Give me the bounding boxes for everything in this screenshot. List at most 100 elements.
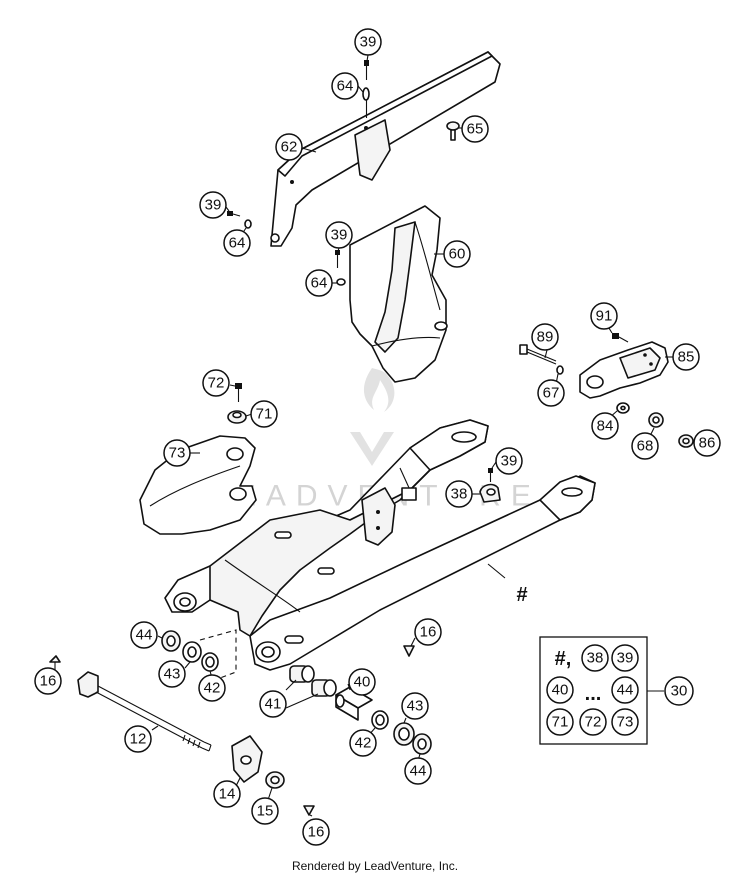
- nut-68: [648, 412, 664, 428]
- callout-73: 73: [163, 439, 191, 467]
- callout-41: 41: [259, 690, 287, 718]
- callout-68: 68: [631, 432, 659, 460]
- callout-64-left: 64: [223, 229, 251, 257]
- legend-44: 44: [611, 676, 639, 704]
- svg-text:38: 38: [587, 650, 604, 667]
- pivot-bolt-12: [77, 671, 212, 752]
- swingarm: [164, 419, 596, 671]
- svg-text:44: 44: [410, 763, 427, 780]
- callout-62: 62: [275, 133, 303, 161]
- nut-86: [678, 434, 694, 448]
- footer-credit: Rendered by LeadVenture, Inc.: [292, 859, 458, 873]
- svg-text:86: 86: [699, 435, 716, 452]
- legend-ellipsis: ...: [585, 683, 602, 705]
- svg-text:16: 16: [420, 624, 437, 641]
- legend-39: 39: [611, 644, 639, 672]
- svg-text:64: 64: [337, 78, 354, 95]
- callout-85: 85: [672, 343, 700, 371]
- svg-text:72: 72: [208, 375, 225, 392]
- leader-lines: [54, 54, 694, 817]
- callout-38: 38: [445, 480, 473, 508]
- callout-16-right: 16: [414, 618, 442, 646]
- svg-text:42: 42: [204, 680, 221, 697]
- svg-text:71: 71: [256, 406, 273, 423]
- nut-15: [265, 771, 285, 789]
- needle-bearing-41: [289, 665, 337, 697]
- svg-text:39: 39: [617, 650, 634, 667]
- bushing-43-left: [182, 641, 202, 663]
- callout-84: 84: [591, 412, 619, 440]
- callout-64-mid: 64: [305, 269, 333, 297]
- screw-39-left: [227, 211, 252, 229]
- chain-guard: [349, 205, 448, 383]
- screw-39-top: [362, 60, 370, 118]
- svg-text:44: 44: [136, 627, 153, 644]
- svg-text:85: 85: [678, 349, 695, 366]
- washer-42-left: [201, 652, 219, 672]
- svg-text:60: 60: [449, 246, 466, 263]
- svg-text:72: 72: [585, 714, 602, 731]
- callout-44-left: 44: [130, 621, 158, 649]
- callout-64-top: 64: [331, 72, 359, 100]
- callout-16-left: 16: [34, 667, 62, 695]
- legend-hash: #,: [555, 648, 572, 670]
- clamp-38: [479, 483, 501, 503]
- cap-16-bottom: [303, 805, 315, 816]
- svg-text:39: 39: [360, 34, 377, 51]
- callout-89: 89: [531, 323, 559, 351]
- plug-65: [446, 121, 460, 141]
- svg-text:40: 40: [354, 674, 371, 691]
- sleeve-40: [335, 686, 373, 721]
- dash-guides: [199, 629, 237, 679]
- callout-39-left: 39: [199, 191, 227, 219]
- swingarm-label: #: [516, 584, 527, 606]
- callout-39-swingarm: 39: [495, 447, 523, 475]
- svg-text:43: 43: [407, 698, 424, 715]
- plate-14: [231, 735, 263, 783]
- callout-39-top: 39: [354, 28, 382, 56]
- bearing-44-right: [412, 733, 432, 755]
- svg-text:41: 41: [265, 696, 282, 713]
- callout-42-left: 42: [198, 674, 226, 702]
- callout-86: 86: [693, 429, 721, 457]
- svg-text:12: 12: [130, 731, 147, 748]
- svg-text:67: 67: [543, 385, 560, 402]
- legend-38: 38: [581, 644, 609, 672]
- callout-44-right: 44: [404, 757, 432, 785]
- callout-42-right: 42: [349, 729, 377, 757]
- svg-text:62: 62: [281, 139, 298, 156]
- washer-42-right: [371, 710, 389, 730]
- svg-text:68: 68: [637, 438, 654, 455]
- svg-text:44: 44: [617, 682, 634, 699]
- svg-text:14: 14: [219, 786, 236, 803]
- callout-91: 91: [590, 302, 618, 330]
- svg-text:40: 40: [552, 682, 569, 699]
- bearing-44-left: [161, 630, 181, 652]
- callout-43-left: 43: [158, 660, 186, 688]
- cap-16-right: [403, 645, 415, 657]
- svg-text:71: 71: [552, 714, 569, 731]
- svg-text:91: 91: [596, 308, 613, 325]
- legend-40: 40: [546, 676, 574, 704]
- callout-65: 65: [461, 115, 489, 143]
- svg-text:84: 84: [597, 418, 614, 435]
- chain-slider-guide: [579, 341, 669, 399]
- callout-67: 67: [537, 379, 565, 407]
- svg-text:39: 39: [205, 197, 222, 214]
- callout-72: 72: [202, 369, 230, 397]
- cap-16-left: [49, 655, 61, 663]
- callout-30: 30: [664, 676, 694, 706]
- callout-43-right: 43: [401, 692, 429, 720]
- callout-60: 60: [443, 240, 471, 268]
- svg-text:64: 64: [311, 275, 328, 292]
- svg-text:16: 16: [40, 673, 57, 690]
- bolt-89: [519, 344, 564, 375]
- callout-39-mid: 39: [325, 221, 353, 249]
- callout-12: 12: [124, 725, 152, 753]
- svg-text:38: 38: [451, 486, 468, 503]
- screw-39-mid: [335, 250, 346, 286]
- callout-40: 40: [348, 668, 376, 696]
- svg-text:30: 30: [671, 683, 688, 700]
- callout-14: 14: [213, 780, 241, 808]
